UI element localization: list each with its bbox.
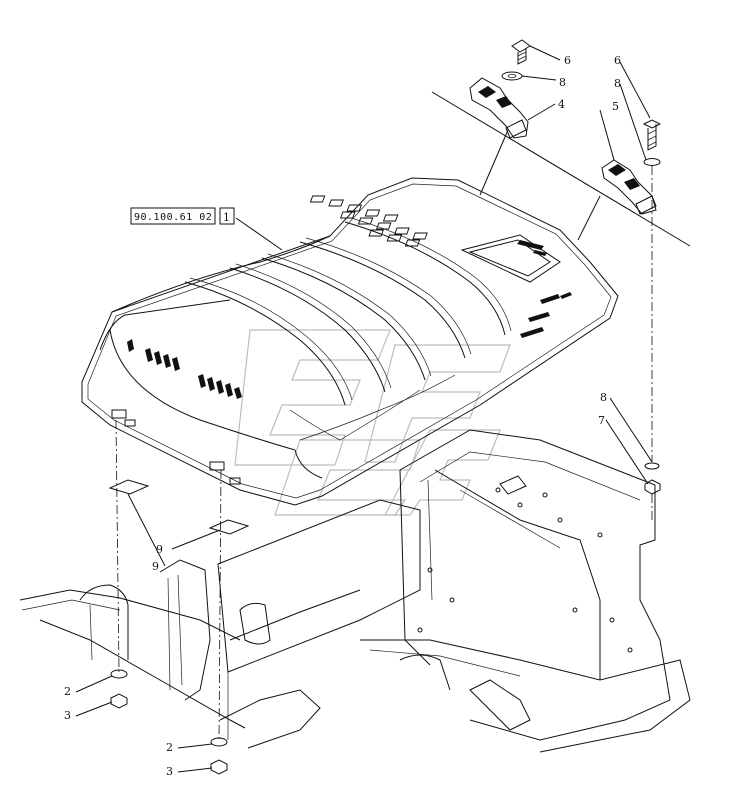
machine-frame bbox=[19, 429, 691, 753]
callout-8: 8 bbox=[559, 76, 566, 89]
reference-code: 90.100.61 02 bbox=[134, 212, 212, 223]
hood-pads bbox=[108, 479, 250, 535]
engine-hood bbox=[81, 177, 619, 506]
callout-2: 2 bbox=[166, 741, 173, 754]
callout-3: 3 bbox=[64, 709, 71, 722]
callout-labels: 6 8 4 6 8 5 90.100.61 02 1 8 7 9 9 2 3 2… bbox=[64, 54, 621, 778]
callout-9: 9 bbox=[156, 543, 163, 556]
hood-vents-front bbox=[127, 339, 242, 399]
callout-2: 2 bbox=[64, 685, 71, 698]
callout-6: 6 bbox=[564, 54, 571, 67]
callout-6: 6 bbox=[614, 54, 621, 67]
frame-holes bbox=[417, 487, 633, 653]
leader-lines bbox=[75, 45, 691, 773]
fasteners-lower bbox=[110, 669, 228, 775]
assembly-center-lines bbox=[115, 166, 653, 741]
callout-3: 3 bbox=[166, 765, 173, 778]
callout-5: 5 bbox=[612, 100, 619, 113]
callout-1-box bbox=[219, 207, 235, 225]
callout-9: 9 bbox=[152, 560, 159, 573]
watermark-logo bbox=[234, 329, 511, 516]
callout-4: 4 bbox=[558, 98, 565, 111]
callout-1: 1 bbox=[223, 211, 230, 224]
callout-8: 8 bbox=[614, 77, 621, 90]
hood-latch-brackets bbox=[111, 409, 241, 485]
reference-code-box bbox=[130, 207, 216, 225]
hood-grille-rear bbox=[309, 195, 572, 338]
callout-8: 8 bbox=[600, 391, 607, 404]
hood-latch-upper bbox=[469, 39, 531, 139]
callout-7: 7 bbox=[598, 414, 605, 427]
hood-latch-side bbox=[601, 119, 662, 495]
